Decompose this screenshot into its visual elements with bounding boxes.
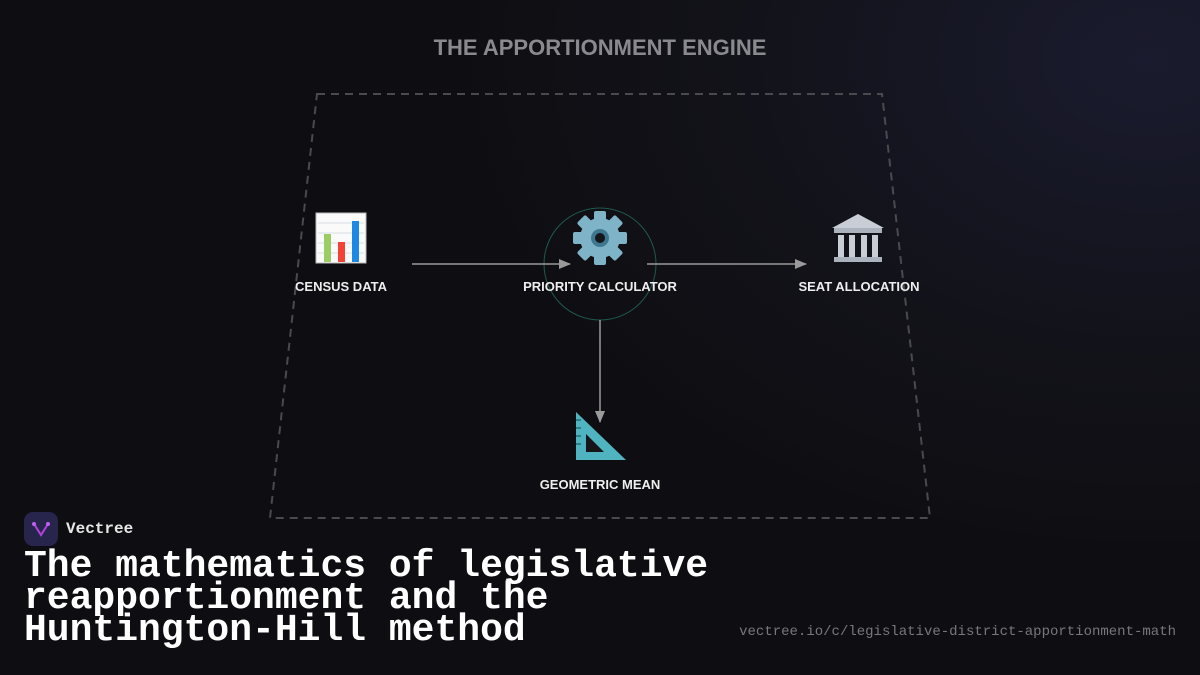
node-census-data: CENSUS DATA (241, 267, 441, 294)
node-priority-calculator: PRIORITY CALCULATOR (500, 267, 700, 294)
headline: The mathematics of legislative reapporti… (24, 545, 709, 652)
headline-line: The mathematics of legislative (24, 545, 709, 588)
triangular-ruler-icon (576, 412, 626, 460)
engine-boundary (268, 93, 932, 519)
bar-chart-icon (315, 212, 367, 264)
diagram-title: THE APPORTIONMENT ENGINE (433, 35, 767, 60)
node-geometric-mean: GEOMETRIC MEAN (500, 465, 700, 492)
brand: Vectree (24, 512, 133, 546)
headline-line: Huntington-Hill method (24, 609, 526, 652)
node-label: CENSUS DATA (295, 279, 387, 294)
headline-line: reapportionment and the (24, 577, 549, 620)
vectree-logo-icon (24, 512, 58, 546)
page-url: vectree.io/c/legislative-district-apport… (739, 624, 1176, 640)
node-label: PRIORITY CALCULATOR (523, 279, 677, 294)
gear-icon (573, 211, 627, 265)
classical-building-icon (832, 214, 884, 262)
brand-name: Vectree (66, 520, 134, 538)
node-seat-allocation: SEAT ALLOCATION (759, 267, 959, 294)
node-label: GEOMETRIC MEAN (539, 477, 661, 492)
node-label: SEAT ALLOCATION (798, 279, 920, 294)
